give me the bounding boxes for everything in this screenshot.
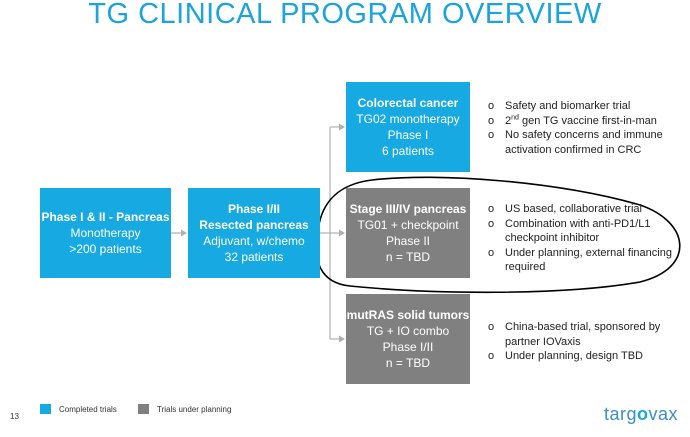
box-line: Adjuvant, w/chemo	[203, 234, 305, 248]
legend-planning: Trials under planning	[138, 404, 231, 414]
legend-label: Completed trials	[59, 404, 117, 414]
box-title: Colorectal cancer	[357, 96, 459, 110]
box-title: Phase I/II	[227, 202, 281, 216]
legend-completed: Completed trials	[40, 404, 117, 414]
colorectal-cancer-box: Colorectal cancer TG02 monotherapy Phase…	[346, 82, 470, 172]
box-line: 6 patients	[381, 144, 435, 158]
bullet-circle-icon: o	[488, 129, 495, 141]
box-title: Stage III/IV pancreas	[349, 202, 467, 216]
mutras-solid-tumors-box: mutRAS solid tumors TG + IO combo Phase …	[346, 294, 470, 384]
bullet-circle-icon: o	[488, 350, 495, 362]
box-line: TG02 monotherapy	[356, 112, 460, 126]
planning-swatch	[138, 404, 149, 414]
bullet-circle-icon: o	[488, 100, 495, 112]
resected-pancreas-box: Phase I/II Resected pancreas Adjuvant, w…	[188, 188, 320, 278]
bullet-circle-icon: o	[488, 203, 495, 215]
box-line: TG01 + checkpoint	[357, 218, 459, 232]
bullet-circle-icon: o	[488, 246, 495, 259]
box-line: >200 patients	[69, 242, 142, 256]
box-line: Phase I	[387, 128, 429, 142]
box-line: n = TBD	[385, 356, 431, 370]
stage-3-4-pancreas-box: Stage III/IV pancreas TG01 + checkpoint …	[346, 188, 470, 278]
box-title: mutRAS solid tumors	[346, 308, 470, 322]
box-line: TG + IO combo	[366, 324, 450, 338]
box-line: n = TBD	[385, 250, 431, 264]
targovax-logo: targovax	[604, 404, 679, 424]
bullet-circle-icon: o	[488, 321, 495, 333]
bullet-circle-icon: o	[488, 217, 495, 230]
legend-label: Trials under planning	[157, 404, 232, 414]
box-line: Monotherapy	[70, 226, 141, 240]
slide-title: TG CLINICAL PROGRAM OVERVIEW	[88, 0, 602, 30]
box-line: 32 patients	[224, 250, 284, 264]
box-title: Resected pancreas	[199, 218, 309, 232]
page-number: 13	[10, 412, 19, 421]
box-line: Phase II	[385, 234, 431, 248]
box-line: Phase I/II	[382, 340, 434, 354]
box-title: Phase I & II - Pancreas	[41, 210, 170, 224]
phase-1-2-pancreas-box: Phase I & II - Pancreas Monotherapy >200…	[40, 188, 171, 278]
completed-swatch	[40, 404, 51, 414]
bullet-circle-icon: o	[488, 114, 495, 127]
